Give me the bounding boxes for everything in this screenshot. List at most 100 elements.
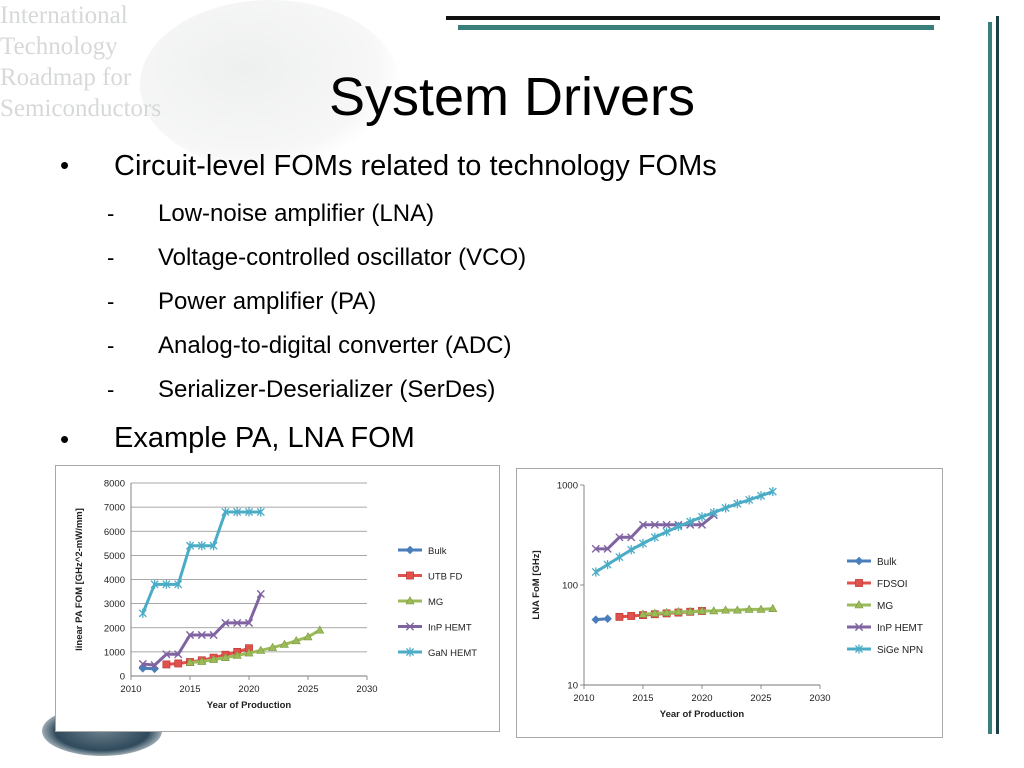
data-point — [603, 559, 612, 570]
legend-label: InP HEMT — [877, 623, 923, 634]
data-point — [162, 579, 171, 589]
data-point — [662, 527, 671, 537]
x-tick-label: 2025 — [297, 684, 318, 695]
data-point — [174, 659, 183, 668]
legend-label: MG — [877, 601, 893, 612]
data-point — [756, 604, 766, 613]
data-point — [627, 533, 636, 542]
data-point — [303, 632, 313, 641]
data-point — [233, 618, 242, 628]
data-point — [150, 579, 159, 589]
data-point — [256, 645, 266, 654]
legend-label: UTB FD — [428, 572, 462, 583]
x-tick-label: 2015 — [632, 693, 653, 704]
y-tick-label: 1000 — [104, 647, 125, 658]
side-rule-teal — [988, 22, 992, 734]
data-point — [638, 609, 648, 618]
data-point — [768, 486, 777, 497]
data-point — [591, 567, 600, 577]
data-point — [244, 648, 254, 657]
slide-title: System Drivers — [328, 67, 696, 127]
data-point — [686, 517, 695, 527]
data-point — [221, 618, 230, 628]
data-point — [150, 661, 159, 670]
subitem-serdes: Serializer-Deserializer (SerDes) — [158, 376, 496, 403]
legend-label: InP HEMT — [428, 623, 472, 634]
data-point — [733, 499, 742, 509]
data-point — [697, 606, 707, 615]
data-point — [627, 545, 636, 555]
y-tick-label: 10 — [567, 681, 578, 692]
data-point — [638, 538, 648, 549]
x-tick-label: 2015 — [179, 684, 200, 695]
legend-marker — [854, 600, 864, 609]
legend-label: Bulk — [877, 557, 897, 568]
data-point — [185, 630, 195, 640]
data-point — [244, 507, 254, 517]
data-point — [279, 639, 289, 648]
header-rule-dark — [446, 16, 940, 20]
x-axis-title: Year of Production — [207, 700, 292, 711]
data-point — [685, 606, 695, 616]
data-point — [591, 615, 601, 624]
bullet-example-pa-lna: Example PA, LNA FOM — [114, 422, 415, 454]
y-axis-title: LNA FoM [GHz] — [531, 550, 542, 619]
logo-line: Technology — [0, 33, 118, 60]
legend-marker — [855, 579, 863, 587]
legend-marker — [406, 571, 414, 580]
data-point — [627, 612, 636, 620]
subitem-vco: Voltage-controlled oscillator (VCO) — [158, 244, 527, 271]
data-point — [721, 503, 730, 513]
data-point — [674, 521, 683, 532]
data-point — [709, 606, 719, 615]
legend-label: FDSOI — [877, 579, 908, 590]
y-tick-label: 100 — [562, 581, 578, 592]
legend-marker — [405, 545, 415, 555]
bullet-circuit-level-foms: Circuit-level FOMs related to technology… — [114, 150, 717, 182]
data-point — [709, 507, 718, 518]
data-point — [197, 656, 207, 665]
y-tick-label: 6000 — [104, 527, 125, 538]
legend-marker — [405, 596, 415, 605]
y-tick-label: 1000 — [557, 481, 578, 492]
series-line-gan-hemt — [141, 510, 261, 614]
logo-line: International — [0, 2, 128, 29]
data-point — [768, 603, 778, 612]
x-tick-label: 2020 — [238, 684, 259, 695]
y-tick-label: 4000 — [104, 575, 125, 586]
data-point — [650, 520, 659, 529]
legend-label: GaN HEMT — [428, 648, 477, 659]
subitem-pa: Power amplifier (PA) — [158, 288, 377, 315]
data-point — [745, 495, 754, 505]
data-point — [197, 541, 206, 551]
data-point — [744, 604, 754, 613]
legend-marker — [854, 622, 864, 632]
itrs-logo-watermark: International Technology Roadmap for Sem… — [0, 0, 200, 190]
data-point — [244, 618, 254, 628]
x-tick-label: 2030 — [356, 684, 377, 695]
data-point — [209, 654, 219, 663]
data-point — [138, 659, 147, 669]
data-point — [138, 608, 147, 618]
logo-globe-background — [140, 0, 400, 170]
data-point — [185, 657, 195, 666]
data-point — [662, 520, 671, 529]
data-point — [603, 544, 612, 553]
y-tick-label: 8000 — [104, 479, 125, 490]
data-point — [673, 606, 683, 616]
data-point — [615, 612, 624, 621]
y-tick-label: 7000 — [104, 503, 125, 514]
legend-marker — [854, 556, 864, 566]
dash-glyph: - — [107, 201, 115, 226]
data-point — [209, 541, 218, 551]
x-tick-label: 2030 — [809, 693, 830, 704]
y-tick-label: 0 — [120, 672, 125, 683]
data-point — [197, 630, 206, 640]
dash-glyph: - — [107, 245, 115, 270]
legend-marker — [405, 647, 415, 657]
side-rule-dark — [996, 16, 999, 734]
dash-glyph: - — [107, 377, 115, 402]
logo-line: Roadmap for — [0, 64, 132, 91]
